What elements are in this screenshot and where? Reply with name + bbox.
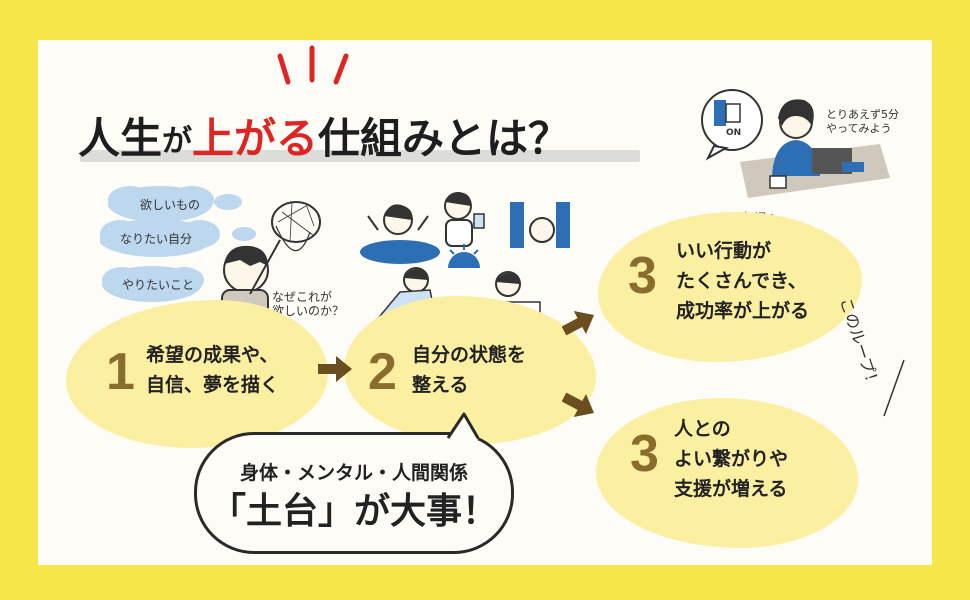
callout-main: 「土台」が大事！ [209,491,498,532]
step3a-line2: たくさんでき、 [676,270,807,292]
callout-tail-icon [446,412,480,440]
cloud-label-wants: 欲しいもの [140,198,201,212]
step2-line1: 自分の状態を [412,344,527,366]
arrow-up-right-icon [562,311,595,336]
step3a-number: 3 [628,247,657,305]
step2-blob [344,296,596,444]
foundation-callout [194,432,514,554]
step3b-line2: よい繋がりや [674,448,789,470]
step3a-line3: 成功率が上がる [676,300,810,322]
step1-text: 希望の成果や、 自信、夢を描く [146,340,279,400]
step3a-text: いい行動が たくさんでき、 成功率が上がる [676,236,809,326]
cloud-label-ideal-self: なりたい自分 [120,232,193,246]
work-desk-illustration [701,89,890,198]
title-part-mechanism: 仕組みとは？ [318,114,571,163]
step1-line2: 自信、夢を描く [146,374,280,396]
step2-text: 自分の状態を 整える [412,340,526,400]
arrow-right-icon [318,356,352,382]
title-part-ga: が [162,124,193,159]
cloud-label-want-to-do: やりたいこと [122,278,195,292]
step3b-number: 3 [630,425,659,483]
title-underline [80,150,640,162]
try-note-line1: とりあえず5分 [826,108,899,121]
step1-number: 1 [106,343,135,401]
why-note-line1: なぜこれが [272,290,333,304]
step3a-line1: いい行動が [676,240,772,262]
step1-blob [66,300,328,448]
step2-number: 2 [368,343,397,401]
why-note-line2: 欲しいのか？ [272,304,345,318]
step3b-line1: 人との [674,418,731,440]
emphasis-marks-icon [277,45,349,85]
title-part-up: 上 [192,114,235,163]
callout-subtitle: 身体・メンタル・人間関係 [239,462,468,484]
step3b-text: 人との よい繋がりや 支援が増える [674,414,788,504]
title-part-life: 人生 [78,114,163,163]
step2-line2: 整える [412,374,469,396]
step3a-blob [598,212,862,362]
step3b-line3: 支援が増える [674,478,788,500]
arrow-down-right-icon [562,392,595,417]
why-note: なぜこれが 欲しいのか？ [272,290,344,318]
switch-on-label: ON [726,128,742,138]
try-note-line2: やってみよう [826,122,892,135]
loop-note-line-icon [883,359,905,417]
page-title: 人生 が 上 がる 仕組みとは？ [78,96,570,160]
title-part-garu: がる [234,114,319,163]
step3b-blob [596,398,858,548]
step1-line1: 希望の成果や、 [146,344,279,366]
try-note: とりあえず5分 やってみよう [826,108,899,136]
